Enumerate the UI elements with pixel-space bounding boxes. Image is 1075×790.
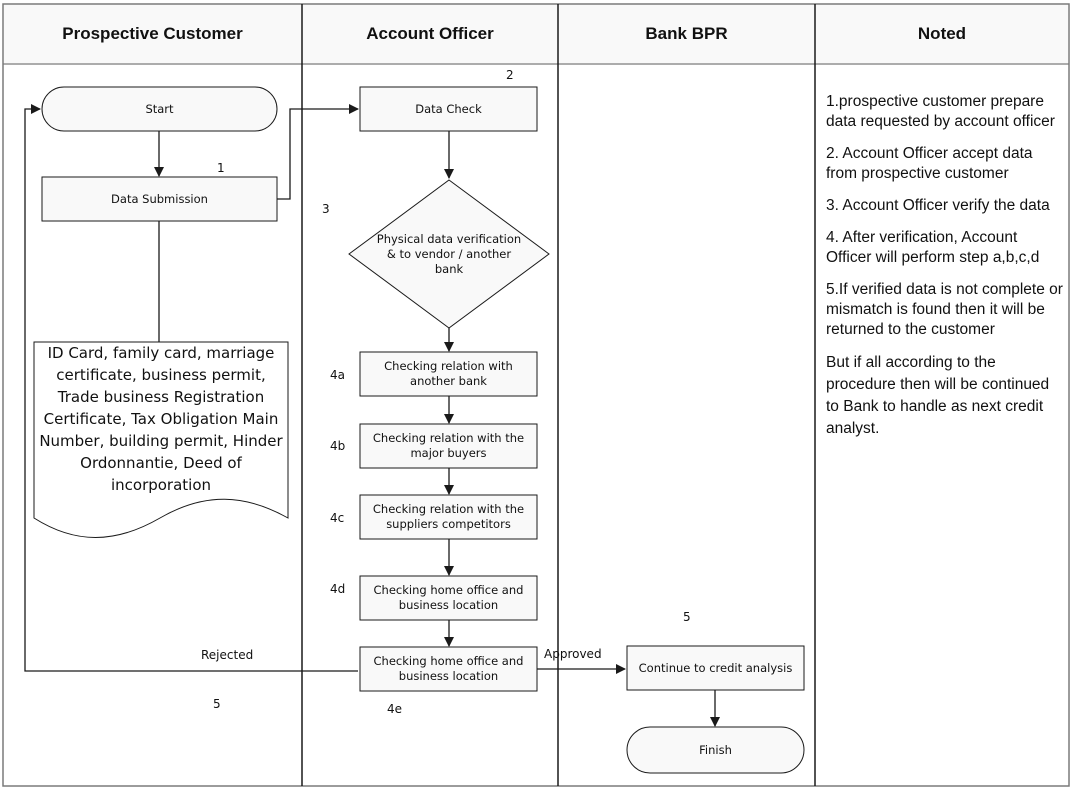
check-4a-node: Checking relation with another bank — [384, 359, 513, 388]
continue-shape — [626, 645, 805, 691]
step-label-5-left: 5 — [213, 697, 221, 711]
lane-frame — [2, 3, 1070, 787]
data-check-node: Data Check — [415, 101, 482, 116]
check-4d-shape — [359, 575, 538, 621]
step-label-3: 3 — [322, 202, 330, 216]
continue-node: Continue to credit analysis — [638, 660, 793, 675]
data-submission-node: Data Submission — [111, 191, 208, 206]
step-label-4a: 4a — [330, 368, 345, 382]
step-label-4b: 4b — [330, 439, 346, 453]
check-4c-node: Checking relation with the suppliers com… — [372, 502, 525, 531]
data-check-shape — [359, 86, 538, 132]
step-label-1: 1 — [217, 161, 225, 175]
start-node: Start — [145, 101, 174, 116]
step-label-4e: 4e — [387, 702, 403, 716]
step-label-4d: 4d — [330, 582, 346, 596]
step-label-4c: 4c — [330, 511, 345, 525]
verification-decision: Physical data verification & to vendor /… — [376, 231, 522, 276]
note-1: 1.prospective customer prepare data requ… — [826, 93, 1055, 130]
check-4b-shape — [359, 423, 538, 469]
check-4a-shape — [359, 351, 538, 397]
note-3: 3. Account Officer verify the data — [826, 197, 1050, 214]
note-6: But if all according to the procedure th… — [826, 354, 1050, 437]
approved-label: Approved — [544, 647, 602, 661]
lane-header-bank-bpr: Bank BPR — [559, 5, 814, 63]
step-label-5-right: 5 — [683, 610, 691, 624]
check-4d-node: Checking home office and business locati… — [373, 583, 524, 612]
edge-rejected — [24, 104, 358, 672]
lane-header-noted: Noted — [816, 5, 1068, 63]
note-5: 5.If verified data is not complete or mi… — [826, 281, 1063, 338]
check-4e-node: Checking home office and business locati… — [373, 654, 524, 683]
step-label-2: 2 — [506, 68, 514, 82]
note-2: 2. Account Officer accept data from pros… — [826, 145, 1033, 182]
check-4c-shape — [359, 494, 538, 540]
lane-header-prospective-customer: Prospective Customer — [4, 5, 301, 63]
rejected-label: Rejected — [201, 648, 254, 662]
finish-shape — [626, 726, 805, 774]
document-shape — [33, 341, 289, 538]
lane-header-account-officer: Account Officer — [303, 5, 557, 63]
check-4b-node: Checking relation with the major buyers — [372, 431, 525, 460]
finish-node: Finish — [699, 742, 732, 757]
check-4e-shape — [359, 646, 538, 692]
edge-submission-check — [277, 104, 359, 200]
required-documents: ID Card, family card, marriage certifica… — [39, 344, 283, 494]
notes-panel: 1.prospective customer prepare data requ… — [826, 92, 1066, 452]
note-4: 4. After verification, Account Officer w… — [826, 229, 1040, 266]
